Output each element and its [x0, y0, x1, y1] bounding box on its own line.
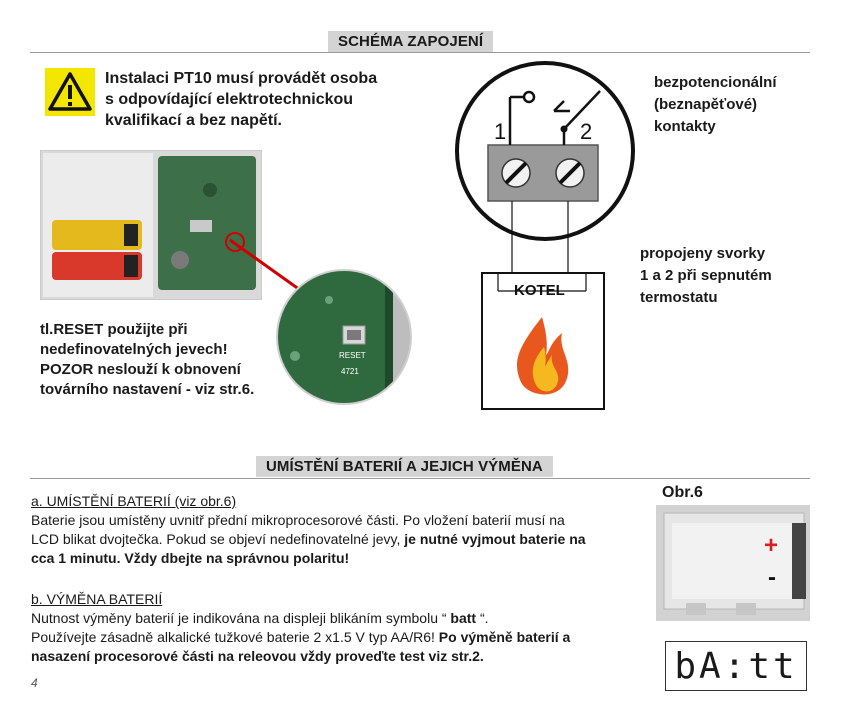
section-a-heading: a. UMÍSTĚNÍ BATERIÍ (viz obr.6) — [31, 493, 237, 509]
page-title: SCHÉMA ZAPOJENÍ — [328, 31, 494, 52]
battery-section-title: UMÍSTĚNÍ BATERIÍ A JEJICH VÝMĚNA — [256, 456, 553, 477]
wiring-diagram: 1 2 KOTEL — [455, 61, 635, 410]
figure-label: Obr.6 — [662, 484, 703, 501]
boiler-label: KOTEL — [514, 282, 565, 299]
reset-zoom-photo: RESET 4721 — [276, 269, 412, 405]
section-b-heading: b. VÝMĚNA BATERIÍ — [31, 591, 163, 607]
page-number: 4 — [31, 676, 38, 690]
device-photo — [40, 150, 262, 300]
plus-polarity-mark: + — [764, 532, 778, 559]
terminal-2-label: 2 — [580, 119, 592, 144]
bridge-note: propojeny svorky 1 a 2 při sepnutém term… — [640, 245, 772, 306]
terminal-1-label: 1 — [494, 119, 506, 144]
flame-icon — [516, 317, 569, 395]
warning-text: Instalaci PT10 musí provádět osoba s odp… — [105, 70, 378, 129]
reset-note: tl.RESET použijte při nedefinovatelných … — [40, 321, 255, 398]
warning-triangle-icon — [45, 68, 95, 116]
reset-button-label: RESET — [339, 351, 366, 360]
lcd-display: bA:tt — [665, 641, 807, 691]
section-a-text: Baterie jsou umístěny uvnitř přední mikr… — [31, 512, 586, 566]
header-rule — [30, 52, 810, 53]
board-code-label: 4721 — [341, 367, 359, 376]
contacts-label: bezpotencionální (beznapěťové) kontakty — [654, 74, 777, 135]
minus-polarity-mark: - — [768, 564, 776, 591]
lcd-batt-text: bA:tt — [674, 645, 798, 687]
battery-section-rule — [30, 478, 810, 479]
section-b-text: Nutnost výměny baterií je indikována na … — [31, 610, 571, 664]
battery-compartment-photo: + - — [656, 505, 810, 621]
